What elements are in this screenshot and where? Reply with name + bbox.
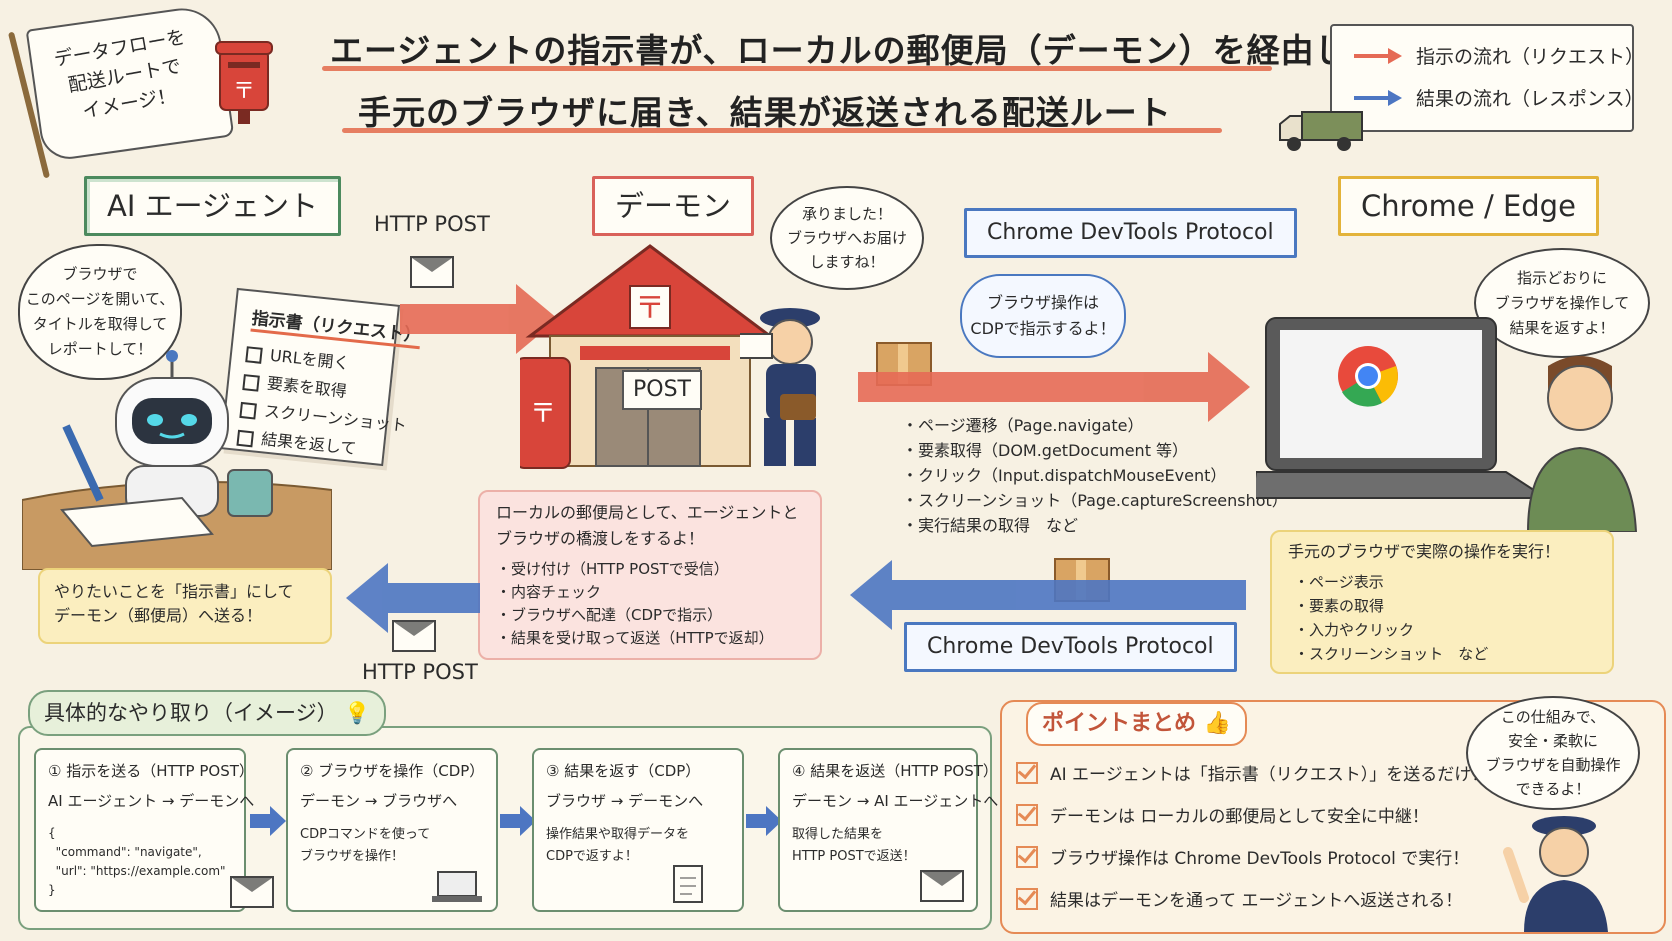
point-item: 結果はデーモンを通って エージェントへ返送される！ <box>1016 886 1462 911</box>
step-body: 操作結果や取得データを CDPで返すよ！ <box>546 827 690 864</box>
postman-icon <box>740 308 820 466</box>
step-subtitle: ブラウザ → デーモンへ <box>546 792 704 810</box>
svg-text:〒: 〒 <box>530 399 556 429</box>
legend-request-label: 指示の流れ（リクエスト） <box>1416 46 1645 68</box>
laptop-small-icon <box>432 871 482 902</box>
svg-text:〒: 〒 <box>233 79 255 104</box>
step-title: ① 指示を送る（HTTP POST） <box>48 762 254 780</box>
blue-arrow-icon <box>1354 89 1402 106</box>
points-title: ポイントまとめ 👍 <box>1026 702 1248 746</box>
envelope-icon <box>920 870 964 902</box>
envelope-icon <box>392 620 436 652</box>
exchange-step-1: ① 指示を送る（HTTP POST） AI エージェント → デーモンへ { "… <box>34 748 254 912</box>
document-icon <box>673 865 703 903</box>
step-body: 取得した結果を HTTP POSTで返送！ <box>792 827 916 864</box>
legend-response: 結果の流れ（レスポンス） <box>1352 84 1644 111</box>
step-subtitle: デーモン → AI エージェントへ <box>792 792 999 810</box>
postman-pointing-icon <box>1503 816 1608 932</box>
cdp-bottom-label: Chrome DevTools Protocol <box>904 622 1237 672</box>
point-item: ブラウザ操作は Chrome DevTools Protocol で実行！ <box>1016 844 1469 869</box>
response-arrow-browser-to-daemon <box>850 560 1246 630</box>
cdp-top-label: Chrome DevTools Protocol <box>964 208 1297 258</box>
points-speech-bubble: この仕組みで、 安全・柔軟に ブラウザを自動操作 できるよ！ <box>1466 696 1640 810</box>
post-sign: POST <box>622 370 702 410</box>
browser-info-box: 手元のブラウザで実際の操作を実行！ ・ページ表示 ・要素の取得 ・入力やクリック… <box>1270 530 1614 674</box>
envelope-icon <box>410 256 454 288</box>
agent-header: AI エージェント <box>84 176 342 236</box>
robot-icon <box>22 350 332 570</box>
point-item: デーモンは ローカルの郵便局として安全に中継！ <box>1016 802 1429 827</box>
agent-info-box: やりたいことを「指示書」にして デーモン（郵便局）へ送る！ <box>38 568 332 644</box>
exchange-title: 具体的なやり取り（イメージ） 💡 <box>28 690 387 736</box>
laptop-icon <box>1256 317 1546 499</box>
title-underline-2 <box>342 128 1222 133</box>
http-post-top-label: HTTP POST <box>374 212 490 236</box>
lightbulb-icon: 💡 <box>344 701 371 725</box>
envelope-icon <box>230 876 274 908</box>
agent-speech-bubble: ブラウザで このページを開いて、 タイトルを取得して レポートして！ <box>18 244 182 380</box>
daemon-speech-bubble: 承りました！ ブラウザへお届け しますね！ <box>770 186 924 290</box>
exchange-step-3: ③ 結果を返す（CDP） ブラウザ → デーモンへ 操作結果や取得データを CD… <box>532 748 744 912</box>
daemon-info-list: ・受け付け（HTTP POSTで受信） ・内容チェック ・ブラウザへ配達（CDP… <box>496 560 774 647</box>
browser-header: Chrome / Edge <box>1338 176 1599 236</box>
step-arrow-1 <box>250 806 286 836</box>
step-title: ④ 結果を返送（HTTP POST） <box>792 762 998 780</box>
daemon-info-box: ローカルの郵便局として、エージェントと ブラウザの橋渡しをするよ！ ・受け付け（… <box>478 490 822 660</box>
step-body: CDPコマンドを使って ブラウザを操作！ <box>300 827 431 864</box>
check-icon <box>1016 803 1038 826</box>
step-subtitle: AI エージェント → デーモンへ <box>48 792 255 810</box>
title-line-2: 手元のブラウザに届き、結果が返送される配送ルート <box>358 93 1172 132</box>
check-icon <box>1016 887 1038 910</box>
svg-text:〒: 〒 <box>635 291 665 326</box>
point-item: AI エージェントは「指示書（リクエスト）」を送るだけ！ <box>1016 760 1488 785</box>
request-arrow-agent-to-daemon <box>400 284 558 354</box>
thumbs-up-icon: 👍 <box>1203 711 1232 736</box>
title-underline-1 <box>322 66 1272 71</box>
http-post-bottom-label: HTTP POST <box>362 660 478 684</box>
cdp-command-list: ・ページ遷移（Page.navigate） ・要素取得（DOM.getDocum… <box>902 416 1288 535</box>
step-title: ② ブラウザを操作（CDP） <box>300 762 485 780</box>
daemon-info-head: ローカルの郵便局として、エージェントと ブラウザの橋渡しをするよ！ <box>496 503 799 548</box>
title-line-1: エージェントの指示書が、ローカルの郵便局（デーモン）を経由して <box>330 31 1382 70</box>
step-arrow-2 <box>500 806 536 836</box>
response-arrow-daemon-to-agent <box>346 563 480 633</box>
step-arrow-3 <box>746 806 782 836</box>
browser-info-list: ・ページ表示 ・要素の取得 ・入力やクリック ・スクリーンショット など <box>1294 573 1489 663</box>
step-title: ③ 結果を返す（CDP） <box>546 762 701 780</box>
truck-icon <box>1279 111 1363 151</box>
daemon-header: デーモン <box>592 176 755 236</box>
browser-speech-bubble: 指示どおりに ブラウザを操作して 結果を返すよ！ <box>1474 248 1650 358</box>
step-body: { "command": "navigate", "url": "https:/… <box>48 826 226 897</box>
browser-info-head: 手元のブラウザで実際の操作を実行！ <box>1288 542 1561 561</box>
mailbox-icon: 〒 <box>215 41 273 124</box>
legend-response-label: 結果の流れ（レスポンス） <box>1416 88 1644 110</box>
check-icon <box>1016 761 1038 784</box>
person-icon <box>1526 356 1638 532</box>
step-subtitle: デーモン → ブラウザへ <box>300 792 458 810</box>
legend-request: 指示の流れ（リクエスト） <box>1352 42 1644 69</box>
request-arrow-daemon-to-browser <box>858 352 1250 422</box>
legend: 指示の流れ（リクエスト） 結果の流れ（レスポンス） <box>1330 24 1644 132</box>
cdp-speech-bubble: ブラウザ操作は CDPで指示するよ！ <box>960 274 1126 358</box>
check-icon <box>1016 845 1038 868</box>
red-arrow-icon <box>1354 47 1402 64</box>
